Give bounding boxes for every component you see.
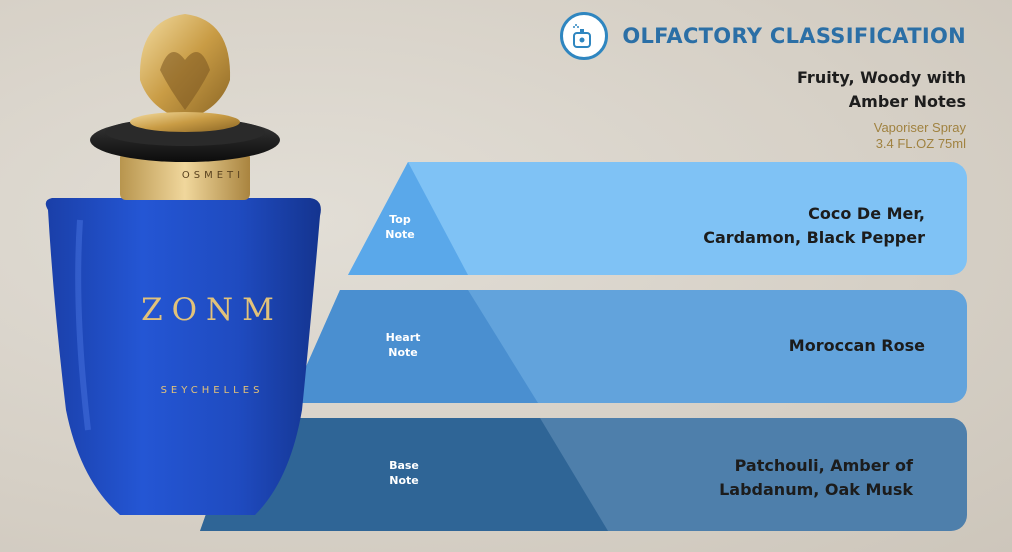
heart-note-label: Heart Note (373, 330, 433, 360)
heart-note-band-shape (290, 290, 967, 403)
base-note-text-line-2: Labdanum, Oak Musk (719, 480, 913, 499)
base-note-band: Base Note Patchouli, Amber of Labdanum, … (0, 418, 967, 531)
bottle-illustration (45, 14, 321, 515)
base-note-label: Base Note (374, 458, 434, 488)
heart-note-ingredients: Moroccan Rose (789, 334, 925, 358)
bottle-collar-text: OSMETI (181, 170, 245, 181)
perfume-bottle: OSMETI ZONM SEYCHELLES (40, 10, 330, 542)
heart-note-band: Heart Note Moroccan Rose (0, 290, 967, 403)
heart-note-text-line-1: Moroccan Rose (788, 336, 925, 355)
classification-line-2: Amber Notes (848, 92, 966, 111)
volume-line-2: 3.4 FL.OZ 75ml (875, 136, 966, 151)
top-note-text-line-2: Cardamon, Black Pepper (703, 228, 925, 247)
base-note-label-line-1: Base (389, 459, 419, 472)
heart-note-label-line-2: Note (388, 346, 418, 359)
classification-line-1: Fruity, Woody with (797, 68, 966, 87)
volume-info: Vaporiser Spray 3.4 FL.OZ 75ml (546, 120, 966, 152)
top-note-ingredients: Coco De Mer, Cardamon, Black Pepper (703, 202, 925, 250)
base-note-band-shape (200, 418, 967, 531)
classification-title: OLFACTORY CLASSIFICATION (622, 24, 966, 48)
top-note-text-line-1: Coco De Mer, (808, 204, 925, 223)
top-note-label: Top Note (370, 212, 430, 242)
top-note-label-line-1: Top (389, 213, 411, 226)
volume-line-1: Vaporiser Spray (873, 120, 966, 135)
top-note-band: Top Note Coco De Mer, Cardamon, Black Pe… (0, 162, 967, 275)
top-note-label-line-2: Note (385, 228, 415, 241)
brand-origin: SEYCHELLES (160, 385, 264, 396)
base-note-ingredients: Patchouli, Amber of Labdanum, Oak Musk (719, 454, 913, 502)
heart-note-label-line-1: Heart (385, 331, 421, 344)
base-note-label-line-2: Note (389, 474, 419, 487)
base-note-text-line-1: Patchouli, Amber of (734, 456, 913, 475)
perfume-spray-icon (560, 12, 609, 60)
classification-header: OLFACTORY CLASSIFICATION Fruity, Woody w… (546, 10, 966, 152)
title-row: OLFACTORY CLASSIFICATION (546, 10, 966, 62)
classification-description: Fruity, Woody with Amber Notes (546, 66, 966, 114)
top-note-band-shape (348, 162, 967, 275)
brand-name: ZONM (141, 292, 283, 328)
